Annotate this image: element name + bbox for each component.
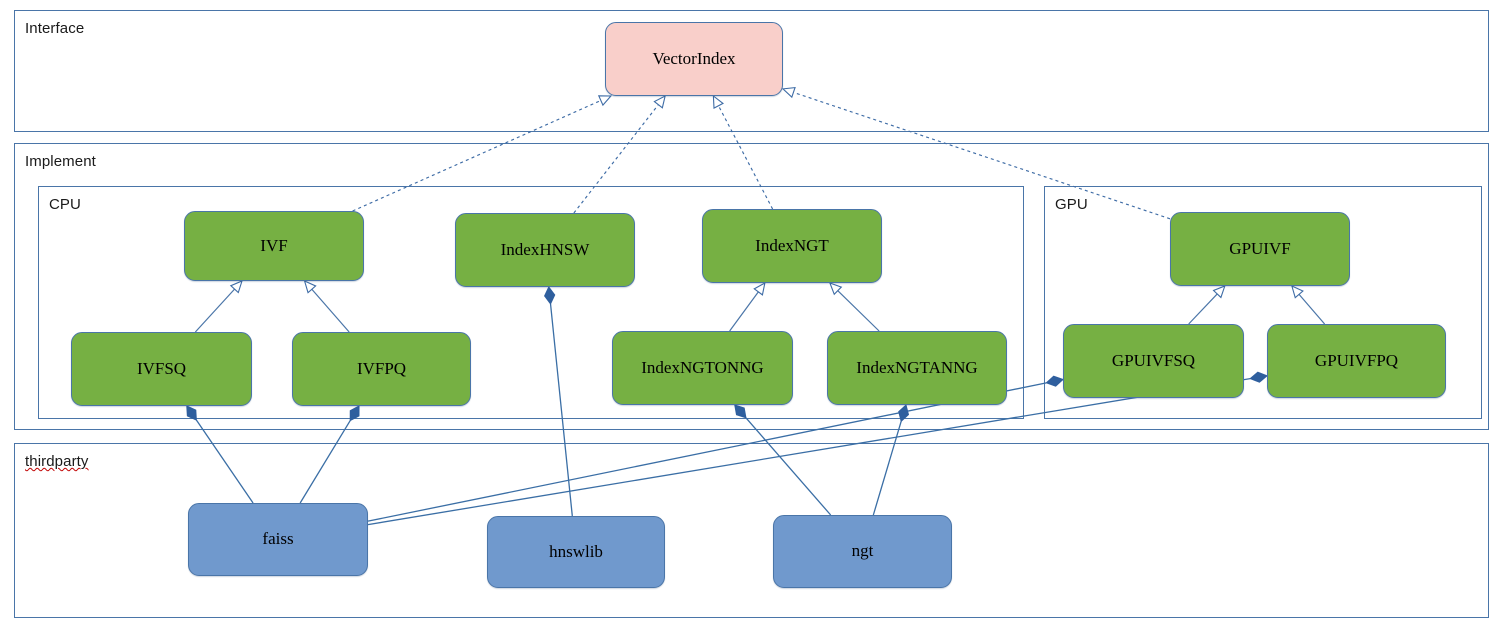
node-indexngt[interactable]: IndexNGT xyxy=(702,209,882,283)
group-label-cpu: CPU xyxy=(49,196,81,213)
group-label-thirdparty: thirdparty xyxy=(25,453,89,470)
node-gpuivf[interactable]: GPUIVF xyxy=(1170,212,1350,286)
node-ivfpq[interactable]: IVFPQ xyxy=(292,332,471,406)
node-gpuivfsq[interactable]: GPUIVFSQ xyxy=(1063,324,1244,398)
node-faiss[interactable]: faiss xyxy=(188,503,368,576)
node-ivf[interactable]: IVF xyxy=(184,211,364,281)
node-indexngtonng[interactable]: IndexNGTONNG xyxy=(612,331,793,405)
group-label-implement: Implement xyxy=(25,153,96,170)
group-label-gpu: GPU xyxy=(1055,196,1088,213)
node-indexngtanng[interactable]: IndexNGTANNG xyxy=(827,331,1007,405)
node-vectorindex[interactable]: VectorIndex xyxy=(605,22,783,96)
group-label-interface: Interface xyxy=(25,20,85,37)
node-ngt[interactable]: ngt xyxy=(773,515,952,588)
node-indexhnsw[interactable]: IndexHNSW xyxy=(455,213,635,287)
node-ivfsq[interactable]: IVFSQ xyxy=(71,332,252,406)
node-gpuivfpq[interactable]: GPUIVFPQ xyxy=(1267,324,1446,398)
node-hnswlib[interactable]: hnswlib xyxy=(487,516,665,588)
group-box-gpu xyxy=(1044,186,1482,419)
